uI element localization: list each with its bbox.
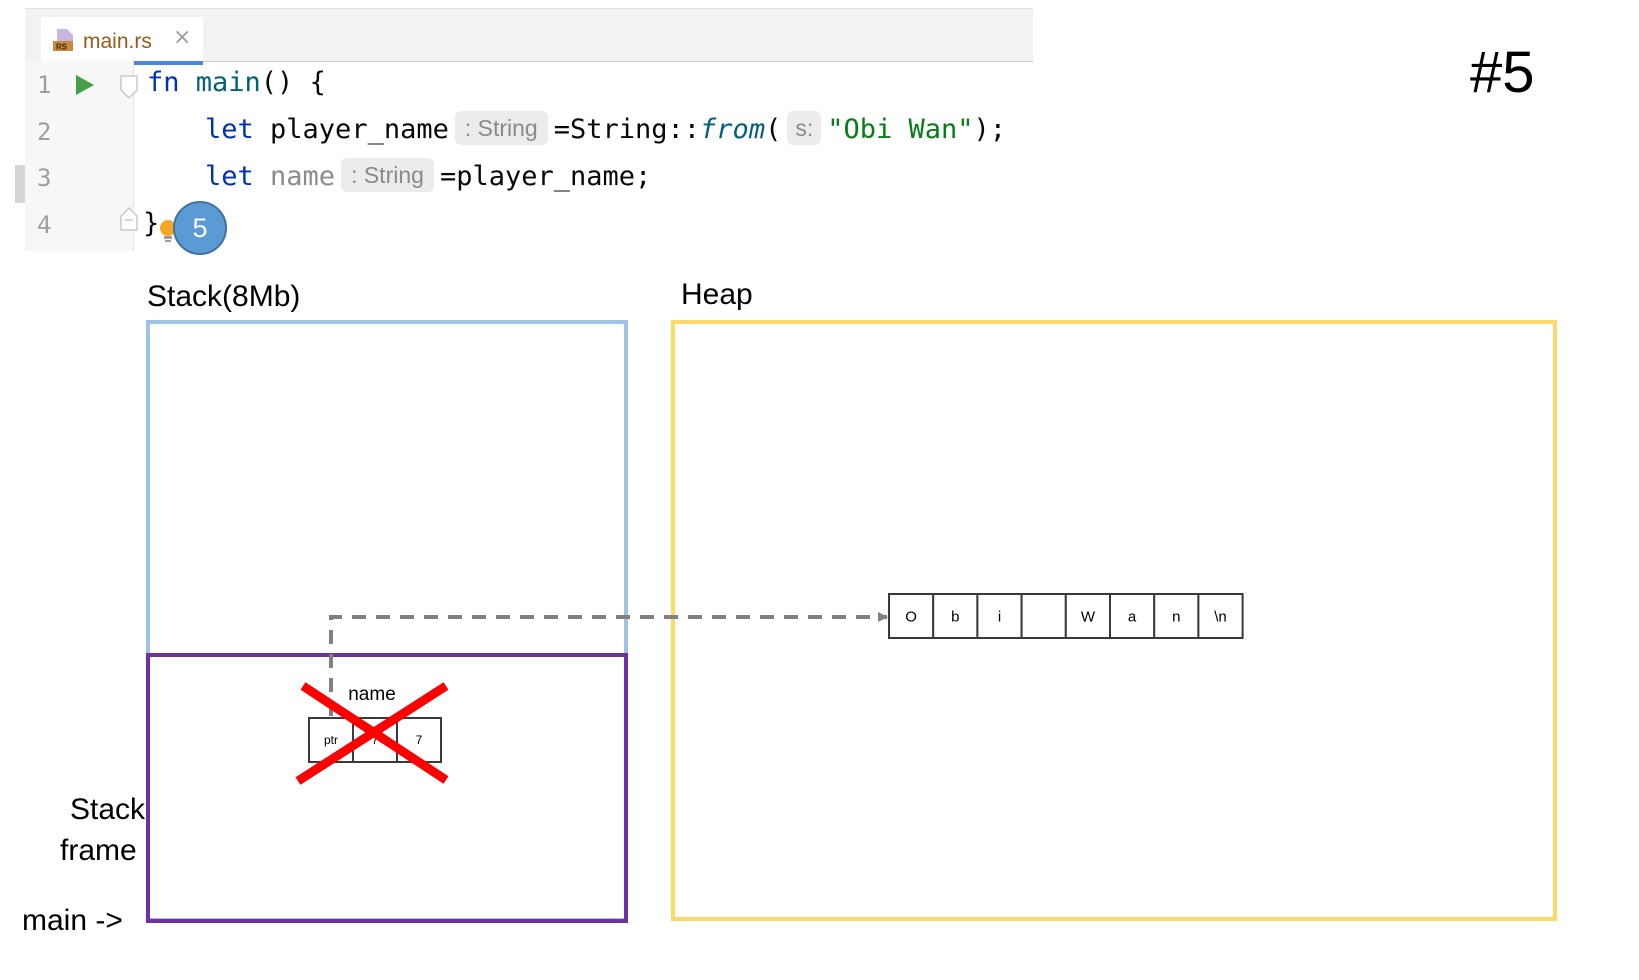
heap-cell-label: a	[1128, 608, 1137, 625]
stack-frame-label: frame	[60, 834, 137, 867]
close-icon[interactable]: ×	[173, 25, 192, 50]
heap-region	[671, 320, 1557, 921]
string-literal: "Obi Wan"	[827, 114, 974, 145]
code-line-1: fn main() {	[147, 63, 326, 103]
function-call: from	[700, 114, 766, 145]
cross-stroke	[295, 682, 449, 785]
heap-cell-label: n	[1172, 608, 1180, 625]
line-number: 1	[37, 71, 52, 99]
stack-cell-label: 7	[416, 733, 423, 747]
stack-variable-cells: ptr 7 7	[308, 717, 442, 763]
stack-region	[146, 320, 628, 922]
code-line-4: }	[143, 204, 159, 244]
fold-icon[interactable]	[119, 206, 139, 232]
code-line-3: let name: String=player_name;	[205, 157, 651, 197]
variable-name: name	[253, 161, 336, 192]
keyword: fn	[147, 67, 180, 98]
heap-cell	[1109, 593, 1156, 639]
main-frame-label: main ->	[22, 904, 123, 937]
tab-title: main.rs	[83, 30, 152, 53]
code-editor: RS main.rs × 1 2 3 4 fn main() { let pla…	[25, 8, 1033, 258]
svg-text:RS: RS	[56, 43, 68, 52]
rust-file-icon: RS	[53, 29, 73, 52]
code-text: }	[143, 208, 160, 239]
line-number: 2	[37, 118, 52, 146]
type-hint: : String	[341, 158, 434, 192]
type-hint: : String	[454, 111, 548, 145]
parameter-hint: s:	[787, 111, 822, 145]
heap-cell-label: b	[951, 608, 959, 625]
heap-cell	[1020, 593, 1067, 639]
stack-frame-label: Stack	[70, 793, 146, 826]
step-badge: 5	[173, 201, 227, 255]
code-text: );	[973, 114, 1007, 145]
slide-number: #5	[1470, 40, 1535, 105]
stack-frame	[146, 653, 628, 923]
code-text: () {	[260, 67, 326, 98]
tab-strip: RS main.rs ×	[25, 8, 1033, 65]
heap-cell-label: O	[905, 608, 917, 625]
line-number: 3	[37, 164, 52, 192]
scroll-marker	[15, 165, 25, 203]
variable-name: player_name	[253, 114, 449, 145]
heap-cell	[1153, 593, 1200, 639]
stack-cell-label: 7	[372, 733, 379, 747]
heap-cell-label: i	[998, 608, 1001, 625]
code-text: (	[765, 114, 782, 145]
heap-cell	[1197, 593, 1244, 639]
code-text: =String::	[553, 114, 701, 145]
tab-main-rs[interactable]: RS main.rs ×	[41, 17, 203, 65]
run-icon[interactable]	[75, 74, 95, 96]
dropped-cross	[295, 682, 449, 785]
heap-cell	[932, 593, 979, 639]
keyword: let	[205, 161, 254, 192]
variable-label: name	[348, 684, 396, 705]
lightbulb-icon[interactable]	[158, 218, 178, 246]
stack-cell-label: ptr	[324, 733, 338, 747]
code-text: =player_name;	[439, 161, 652, 192]
stack-label: Stack(8Mb)	[147, 280, 301, 313]
pointer-arrow	[329, 612, 888, 716]
code-line-2: let player_name: String=String::from(s:"…	[205, 110, 1006, 150]
line-number: 4	[37, 211, 52, 239]
heap-cell-label: W	[1081, 608, 1096, 625]
heap-cell-label: \n	[1214, 608, 1227, 625]
function-name: main	[179, 67, 261, 98]
keyword: let	[205, 114, 254, 145]
heap-label: Heap	[681, 278, 753, 311]
fold-icon[interactable]	[119, 74, 139, 100]
